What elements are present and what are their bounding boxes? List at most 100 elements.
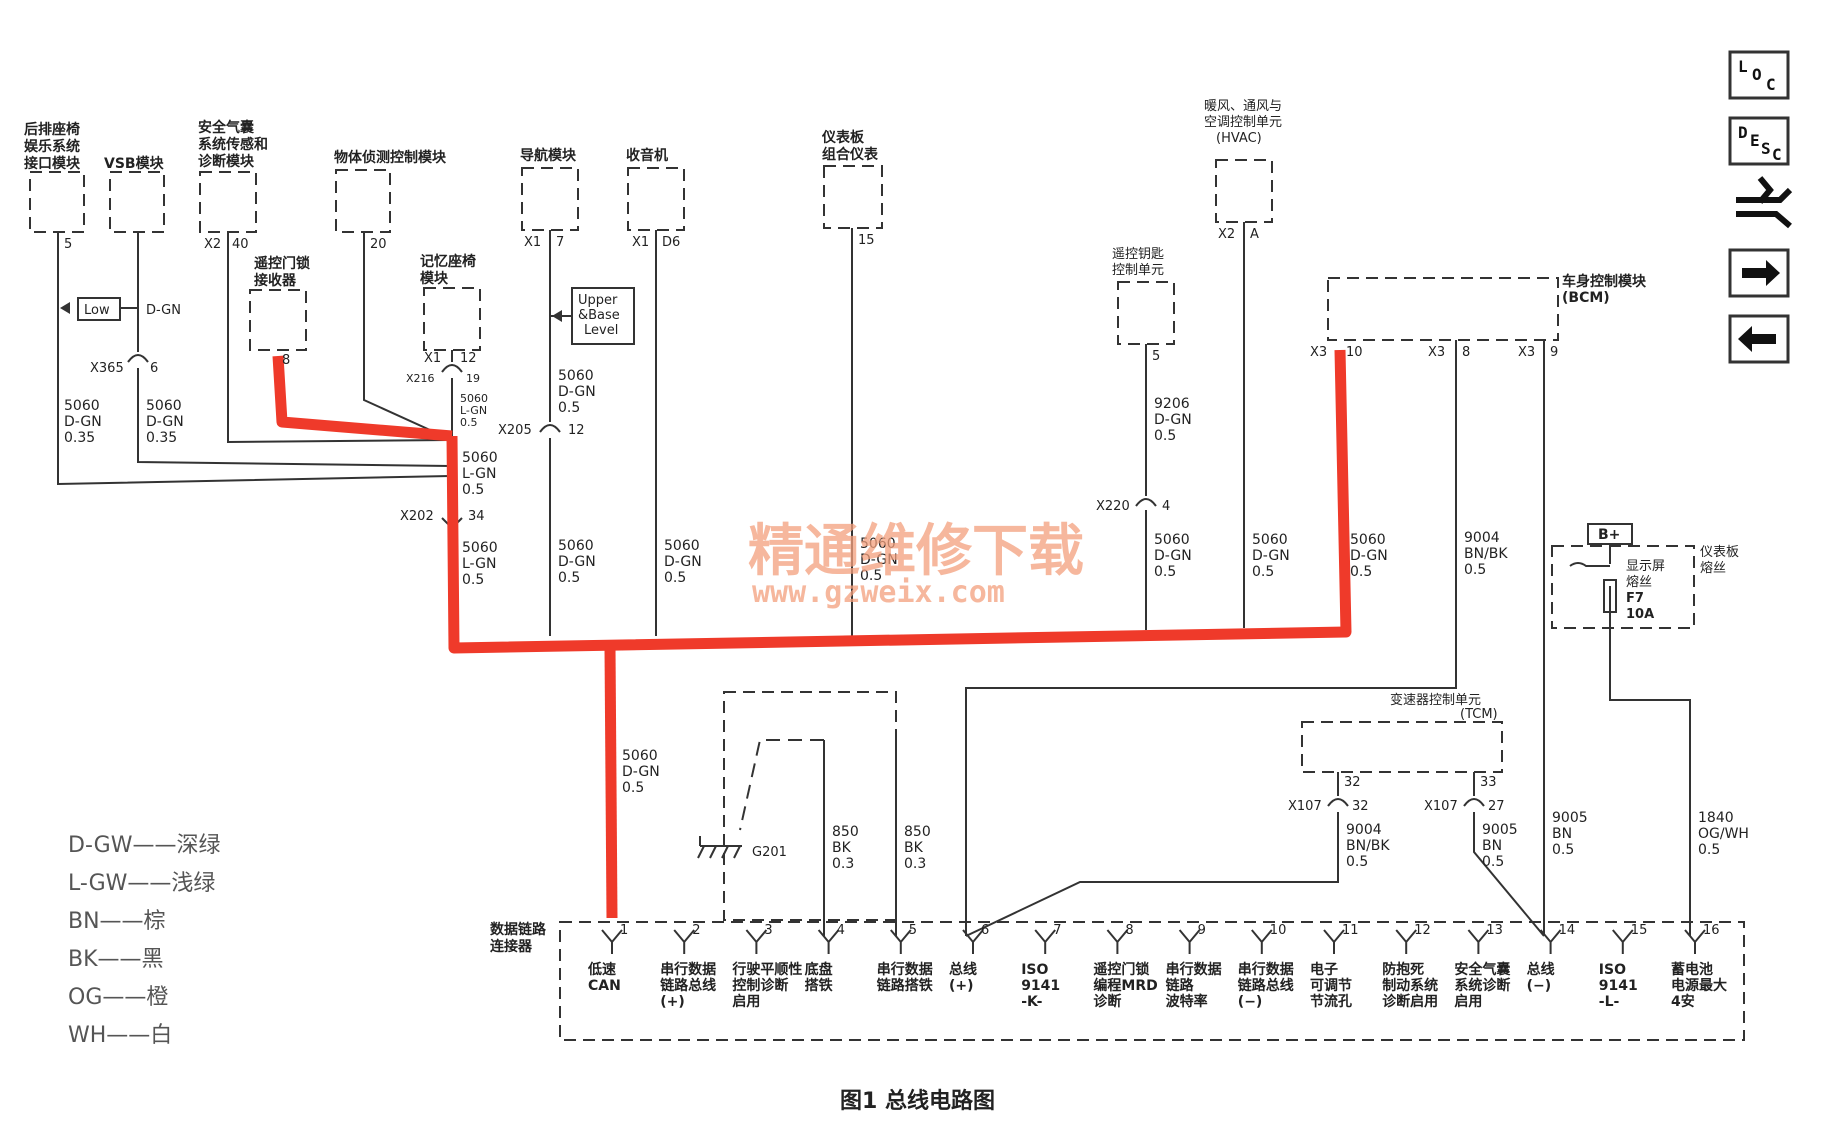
x205-connector-icon xyxy=(539,424,561,433)
rear-seat-module-box xyxy=(29,171,85,233)
arrow-left-glyph xyxy=(1738,326,1776,352)
pin-hvac: A xyxy=(1250,227,1259,242)
nav-icon-glyph: S xyxy=(1761,139,1771,158)
conn-nav: X1 xyxy=(524,235,541,250)
wire-bcm8 xyxy=(965,340,1457,936)
pin-bcm-1: 10 xyxy=(1346,345,1363,360)
nav-icon-glyph: O xyxy=(1752,65,1762,84)
conn-x107-a: X107 xyxy=(1288,799,1322,814)
bcm-label: 车身控制模块(BCM) xyxy=(1562,273,1647,306)
dlc-pin-number: 6 xyxy=(981,923,989,938)
pin-x202: 34 xyxy=(468,509,485,524)
wire-ground-diag xyxy=(739,739,824,831)
dlc-pin-number: 10 xyxy=(1270,923,1287,938)
pin-radio: D6 xyxy=(662,235,680,250)
conn-x365: X365 xyxy=(90,361,124,376)
dlc-pin-label: 串行数据链路搭铁 xyxy=(877,961,933,994)
conn-bcm-1: X3 xyxy=(1310,345,1327,360)
radio-box xyxy=(627,167,685,231)
figure-caption: 图1 总线电路图 xyxy=(840,1088,995,1114)
object-detect-module-label: 物体侦测控制模块 xyxy=(334,149,447,166)
airbag-module-box xyxy=(199,171,257,233)
nav-icon-glyph: C xyxy=(1772,145,1782,164)
nav-icon-glyph: E xyxy=(1750,131,1760,150)
fuse-f7-icon xyxy=(1603,579,1617,613)
pin-x107-b: 27 xyxy=(1488,799,1505,814)
can-bus-main-wire xyxy=(446,349,1352,654)
dlc-pin-label: 行驶平顺性控制诊断启用 xyxy=(731,961,802,1010)
route-icon[interactable] xyxy=(1736,176,1793,229)
pin-bcm-2: 8 xyxy=(1462,345,1470,360)
pin-bcm-3: 9 xyxy=(1550,345,1558,360)
wire-vsb-lower xyxy=(137,368,451,467)
low-arrow-icon xyxy=(60,302,70,314)
tcm-box xyxy=(1301,721,1503,773)
dlc-connector-box xyxy=(559,921,1745,1041)
conn-x220: X220 xyxy=(1096,499,1130,514)
dlc-pin-number: 7 xyxy=(1053,923,1061,938)
pin-tcm-2: 33 xyxy=(1480,775,1497,790)
loc-icon[interactable] xyxy=(1728,50,1790,100)
cluster-box xyxy=(823,165,883,229)
pin-airbag: 40 xyxy=(232,237,249,252)
desc-icon[interactable] xyxy=(1728,116,1790,166)
fuse-link-icon xyxy=(1569,562,1610,567)
ground-frame-box xyxy=(723,691,897,921)
pin-x220: 4 xyxy=(1162,499,1170,514)
b-plus-box xyxy=(1587,523,1633,545)
memory-seat-module-box xyxy=(423,287,481,351)
pin-remote-key: 5 xyxy=(1152,349,1160,364)
wire-airbag xyxy=(227,232,451,444)
b-plus-label: B+ xyxy=(1598,527,1620,543)
conn-bcm-3: X3 xyxy=(1518,345,1535,360)
dgn-tag: D-GN xyxy=(146,303,181,318)
x107b-connector-icon xyxy=(1463,798,1485,807)
nav-icon-glyph: D xyxy=(1738,123,1748,142)
pin-x205: 12 xyxy=(568,423,585,438)
dlc-pin-fork-icon xyxy=(962,929,984,954)
low-label-box xyxy=(77,297,121,321)
legend-item: BN——棕 xyxy=(68,909,166,934)
dlc-pin-fork-icon xyxy=(601,929,623,954)
dlc-pin-fork-icon xyxy=(1251,929,1273,954)
upper-label-box xyxy=(571,287,635,345)
wire-tcm32-lower xyxy=(965,812,1339,937)
ground-g201-label: G201 xyxy=(752,845,787,860)
radio-label: 收音机 xyxy=(626,147,668,164)
dlc-pin-label: 电子可调节节流孔 xyxy=(1310,961,1352,1010)
dlc-pin-label: 底盘搭铁 xyxy=(805,961,833,994)
dlc-pin-number: 8 xyxy=(1125,923,1133,938)
pin-nav: 7 xyxy=(556,235,564,250)
memory-seat-label: 记忆座椅模块 xyxy=(420,253,476,287)
dlc-pin-number: 11 xyxy=(1342,923,1359,938)
pin-object-detect: 20 xyxy=(370,237,387,252)
x107a-connector-icon xyxy=(1327,798,1349,807)
vsb-module-label: VSB模块 xyxy=(104,155,165,172)
x365-connector-icon xyxy=(127,354,149,363)
dlc-pin-number: 5 xyxy=(909,923,917,938)
dlc-pin-fork-icon xyxy=(1178,929,1201,954)
x216-connector-icon xyxy=(441,364,463,373)
pin-rear-seat: 5 xyxy=(64,237,72,252)
dlc-pin-fork-icon xyxy=(673,929,695,954)
legend-item: WH——白 xyxy=(68,1023,172,1048)
remote-lock-label: 遥控门锁接收器 xyxy=(254,255,310,289)
conn-radio: X1 xyxy=(632,235,649,250)
